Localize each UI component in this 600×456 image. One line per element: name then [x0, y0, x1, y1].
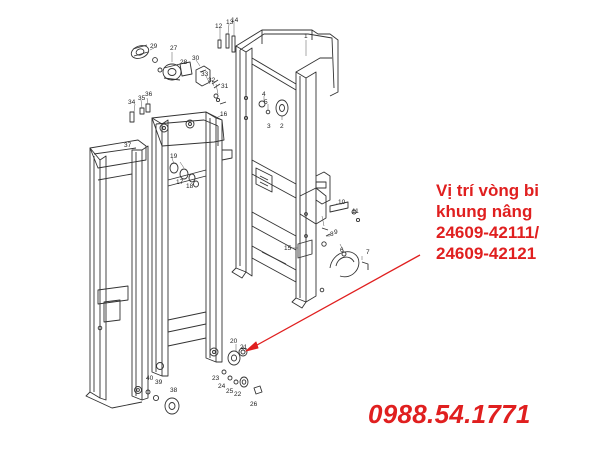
- middle-mast: [151, 111, 233, 377]
- part-label: 14: [231, 17, 239, 24]
- part-label: 13: [226, 19, 234, 26]
- part-label: 32: [208, 77, 216, 84]
- part-label: 15: [284, 245, 292, 252]
- part-label: 21: [240, 344, 248, 351]
- part-label: 22: [234, 391, 242, 398]
- red-arrow: [245, 254, 421, 352]
- part-label: 28: [180, 59, 188, 66]
- part-label: 25: [226, 388, 234, 395]
- part-label: 11: [352, 208, 359, 215]
- small-parts: [129, 33, 369, 415]
- part-label: 5: [264, 99, 268, 106]
- bearing-location-caption: Vị trí vòng bi khung nâng 24609-42111/ 2…: [436, 180, 596, 264]
- part-label: 12: [215, 23, 223, 30]
- part-label: 4: [262, 91, 266, 98]
- part-number-labels: 1 2 3 4 5 6 7 8 9 10 11 12 13 14 15 16 1…: [124, 17, 370, 408]
- part-label: 2: [280, 123, 284, 130]
- part-label: 34: [128, 99, 136, 106]
- part-label: 40: [146, 375, 154, 382]
- part-label: 6: [340, 247, 344, 254]
- part-label: 35: [138, 95, 146, 102]
- part-label: 37: [124, 142, 132, 149]
- part-label: 39: [155, 379, 163, 386]
- part-label: 33: [201, 71, 209, 78]
- inner-mast: [231, 29, 339, 309]
- part-label: 18: [186, 183, 194, 190]
- part-label: 19: [170, 153, 178, 160]
- part-label: 36: [145, 91, 153, 98]
- caption-line: khung nâng: [436, 202, 533, 221]
- part-label: 20: [230, 338, 238, 345]
- part-label: 7: [366, 249, 370, 256]
- part-label: 16: [220, 111, 228, 118]
- part-label: 8: [330, 231, 334, 238]
- part-label: 23: [212, 375, 220, 382]
- part-label: 10: [338, 199, 346, 206]
- phone-number: 0988.54.1771: [368, 399, 531, 429]
- part-label: 30: [192, 55, 200, 62]
- part-label: 3: [267, 123, 271, 130]
- part-label: 29: [150, 43, 158, 50]
- part-label: 17: [176, 179, 184, 186]
- outer-mast: [85, 139, 149, 409]
- part-label: 26: [250, 401, 258, 408]
- caption-line: 24609-42111/: [436, 223, 540, 242]
- part-label: 31: [221, 83, 229, 90]
- leader-lines: [133, 22, 363, 352]
- part-label: 24: [218, 383, 226, 390]
- part-label: 9: [334, 229, 338, 236]
- caption-line: 24609-42121: [436, 244, 537, 263]
- part-label: 27: [170, 45, 178, 52]
- part-label: 38: [170, 387, 178, 394]
- caption-line: Vị trí vòng bi: [436, 181, 539, 200]
- part-label: 1: [304, 33, 308, 40]
